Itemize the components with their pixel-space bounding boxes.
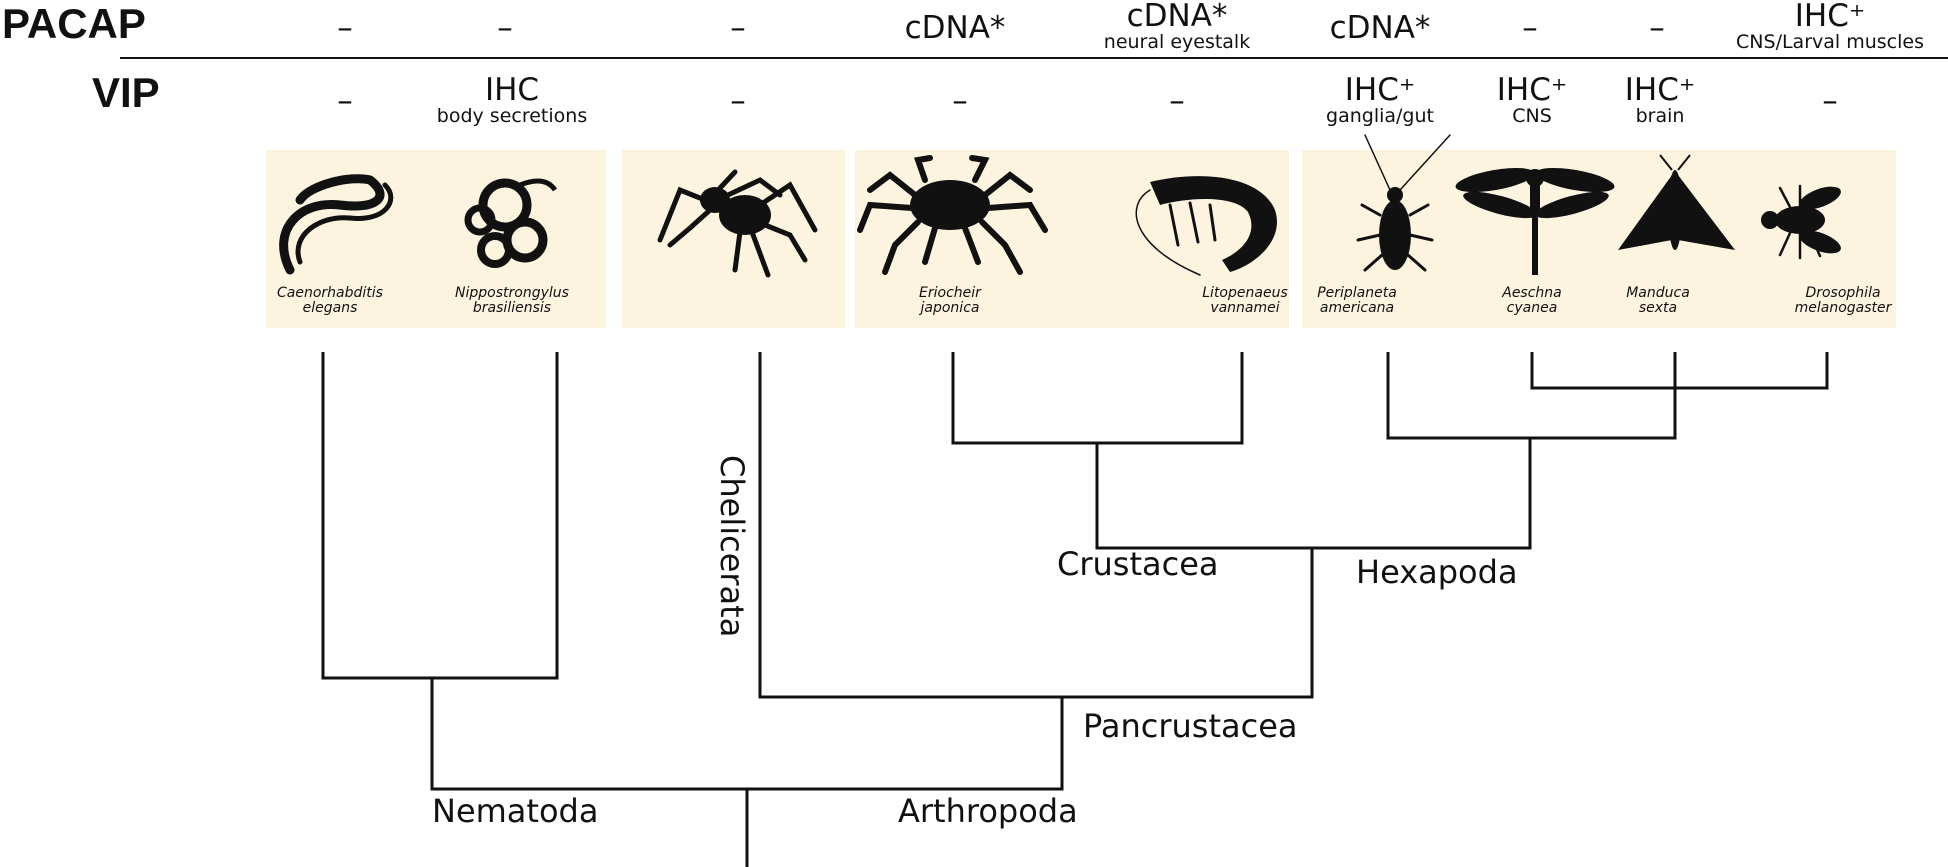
pacap-cell: cDNA*neural eyestalk <box>1103 0 1251 53</box>
nematoda-panel <box>266 150 606 328</box>
vip-cell: IHC⁺CNS <box>1496 72 1568 127</box>
phylogenetic-tree <box>321 352 1829 867</box>
pacap-row-label: PACAP <box>2 0 146 47</box>
pacap-cell: IHC⁺CNS/Larval muscles <box>1736 0 1924 53</box>
cockroach-icon <box>1356 134 1451 272</box>
spider-icon <box>657 169 818 278</box>
vip-cell: IHC⁺ganglia/gut <box>1326 72 1434 127</box>
pacap-cell: – <box>730 10 746 46</box>
shrimp-icon <box>1135 176 1277 276</box>
pacap-cell: cDNA* <box>1329 10 1431 46</box>
clade-label-chelicerata: Chelicerata <box>713 455 751 638</box>
crab-icon <box>857 155 1048 275</box>
clade-label-crustacea: Crustacea <box>1057 545 1219 583</box>
vip-cell: – <box>730 83 746 119</box>
clade-label-nematoda: Nematoda <box>432 792 599 830</box>
vip-cell: – <box>1822 83 1838 119</box>
vip-row-label: VIP <box>92 69 160 116</box>
clade-label-arthropoda: Arthropoda <box>898 792 1078 830</box>
vip-cell: IHC⁺brain <box>1624 72 1696 127</box>
clade-label-hexapoda: Hexapoda <box>1356 553 1518 591</box>
pacap-cell: – <box>1522 10 1538 46</box>
coiled-worm-icon <box>464 178 558 268</box>
clade-label-pancrustacea: Pancrustacea <box>1083 707 1298 745</box>
pacap-cell: – <box>497 10 513 46</box>
vip-cell: – <box>952 83 968 119</box>
vip-cell: – <box>337 83 353 119</box>
row-divider <box>120 57 1948 59</box>
vip-cell: – <box>1169 83 1185 119</box>
pacap-cell: – <box>337 10 353 46</box>
nematode-icon <box>279 174 394 275</box>
pacap-cell: – <box>1649 10 1665 46</box>
dragonfly-icon <box>1455 167 1615 275</box>
moth-icon <box>1618 154 1735 250</box>
pacap-cell: cDNA* <box>904 10 1006 46</box>
fly-icon <box>1761 184 1841 260</box>
